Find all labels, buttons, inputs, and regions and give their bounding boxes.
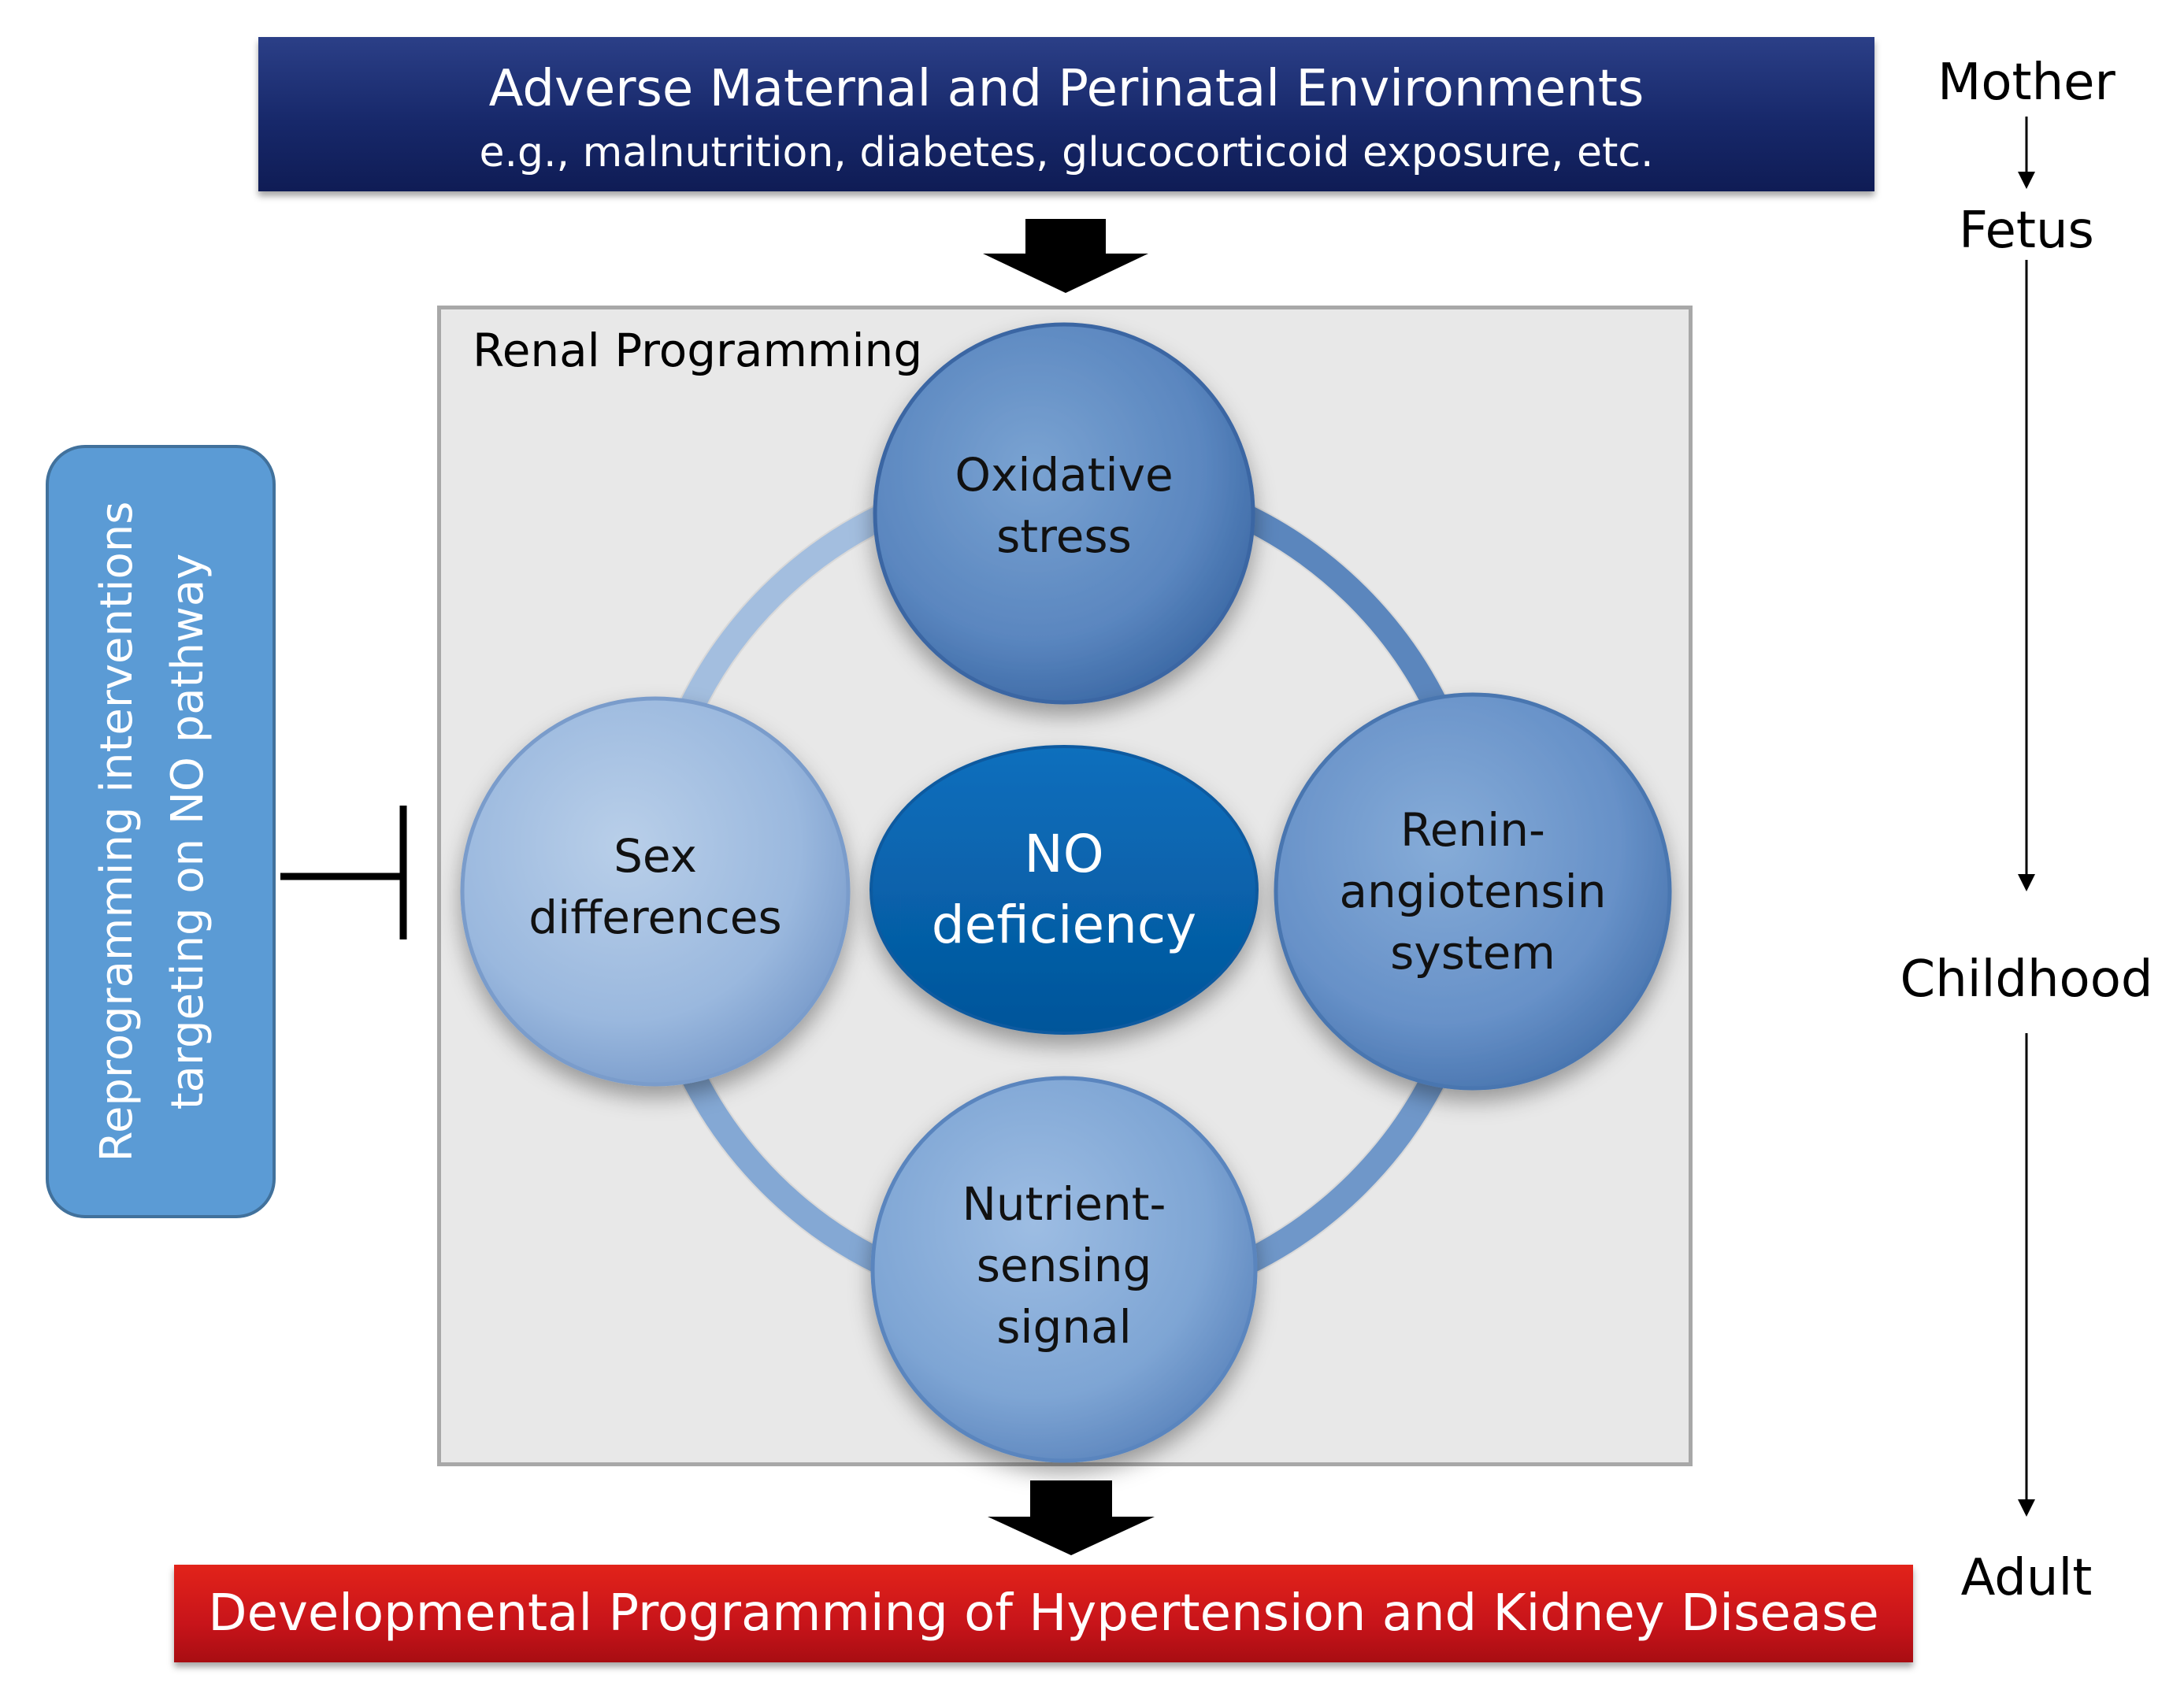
nutrient-sensing-label: Nutrient- sensing signal (907, 1173, 1222, 1358)
renal-programming-label: Renal Programming (473, 324, 923, 377)
no-deficiency-line1: NO (1024, 824, 1104, 884)
nutrient-sensing-line3: signal (996, 1300, 1132, 1354)
bottom-banner: Developmental Programming of Hypertensio… (174, 1565, 1913, 1662)
timeline-arrowhead-2 (2018, 874, 2035, 891)
renin-angiotensin-line1: Renin- (1400, 803, 1545, 857)
intervention-line1: Reprogramming interventions (91, 501, 143, 1162)
sex-differences-line1: Sex (614, 829, 697, 883)
renin-angiotensin-line3: system (1390, 926, 1555, 980)
timeline-arrowhead-1 (2018, 172, 2035, 189)
bottom-banner-title: Developmental Programming of Hypertensio… (208, 1584, 1879, 1643)
node-nutrient-sensing (870, 1076, 1258, 1463)
no-deficiency-label: NO deficiency (907, 819, 1222, 961)
top-banner: Adverse Maternal and Perinatal Environme… (258, 37, 1874, 191)
center-node-no-deficiency (870, 745, 1259, 1035)
timeline-fetus: Fetus (1959, 202, 2094, 260)
node-sex-differences (460, 696, 851, 1087)
node-renin-angiotensin (1274, 692, 1672, 1091)
reprogramming-intervention-box (46, 445, 276, 1218)
oxidative-stress-line1: Oxidative (955, 448, 1174, 502)
sex-differences-line2: differences (528, 891, 782, 944)
oxidative-stress-line2: stress (996, 509, 1132, 563)
arrow-down-bottom (988, 1480, 1155, 1555)
timeline-arrowhead-3 (2018, 1499, 2035, 1517)
renin-angiotensin-line2: angiotensin (1339, 865, 1607, 918)
intervention-line2: targeting on NO pathway (162, 553, 213, 1110)
nutrient-sensing-line2: sensing (976, 1239, 1152, 1292)
timeline-mother: Mother (1937, 54, 2115, 112)
top-banner-title: Adverse Maternal and Perinatal Environme… (488, 60, 1644, 118)
node-oxidative-stress (873, 322, 1255, 705)
reprogramming-intervention-text: Reprogramming interventions targeting on… (82, 477, 239, 1186)
oxidative-stress-label: Oxidative stress (907, 444, 1222, 567)
sex-differences-label: Sex differences (482, 825, 829, 948)
top-banner-subtitle: e.g., malnutrition, diabetes, glucocorti… (479, 129, 1654, 176)
timeline-childhood: Childhood (1900, 950, 2153, 1009)
no-deficiency-line2: deficiency (931, 895, 1197, 955)
renin-angiotensin-label: Renin- angiotensin system (1292, 799, 1654, 984)
timeline-adult: Adult (1960, 1549, 2093, 1607)
arrow-down-top (983, 219, 1148, 293)
nutrient-sensing-line1: Nutrient- (962, 1177, 1166, 1231)
